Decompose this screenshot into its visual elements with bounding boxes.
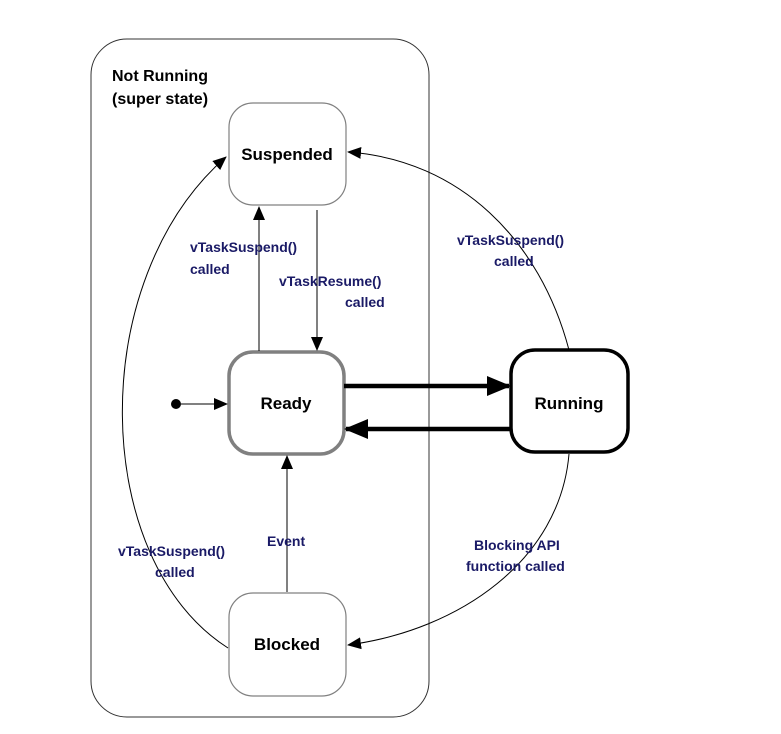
suspended-to-ready-label-line1: vTaskResume() xyxy=(279,273,381,289)
state-suspended-label: Suspended xyxy=(241,145,333,164)
state-ready xyxy=(227,350,346,456)
super-state-subtitle: (super state) xyxy=(112,91,208,108)
state-running-label: Running xyxy=(535,394,604,413)
suspended-to-ready-label-line2: called xyxy=(345,294,385,310)
running-to-suspended-label-line1: vTaskSuspend() xyxy=(457,232,564,248)
ready-to-suspended-label-line2: called xyxy=(190,261,230,277)
blocked-to-ready-label: Event xyxy=(267,533,305,549)
state-suspended xyxy=(228,102,347,206)
blocked-to-suspended-label-line1: vTaskSuspend() xyxy=(118,543,225,559)
state-ready-label: Ready xyxy=(260,394,312,413)
super-state-title: Not Running xyxy=(112,68,208,85)
initial-state-dot xyxy=(171,399,181,409)
running-to-blocked-label-line2: function called xyxy=(466,558,565,574)
blocked-to-suspended-arrow xyxy=(121,156,229,649)
super-state-box xyxy=(90,38,430,718)
state-running xyxy=(509,348,630,454)
running-to-blocked-arrow xyxy=(347,453,570,650)
running-to-blocked-label-line1: Blocking API xyxy=(474,537,560,553)
running-to-suspended-arrow xyxy=(347,146,570,351)
ready-to-suspended-label-line1: vTaskSuspend() xyxy=(190,239,297,255)
running-to-suspended-label-line2: called xyxy=(494,253,534,269)
state-blocked xyxy=(228,592,347,697)
blocked-to-suspended-label-line2: called xyxy=(155,564,195,580)
state-blocked-label: Blocked xyxy=(254,635,320,654)
